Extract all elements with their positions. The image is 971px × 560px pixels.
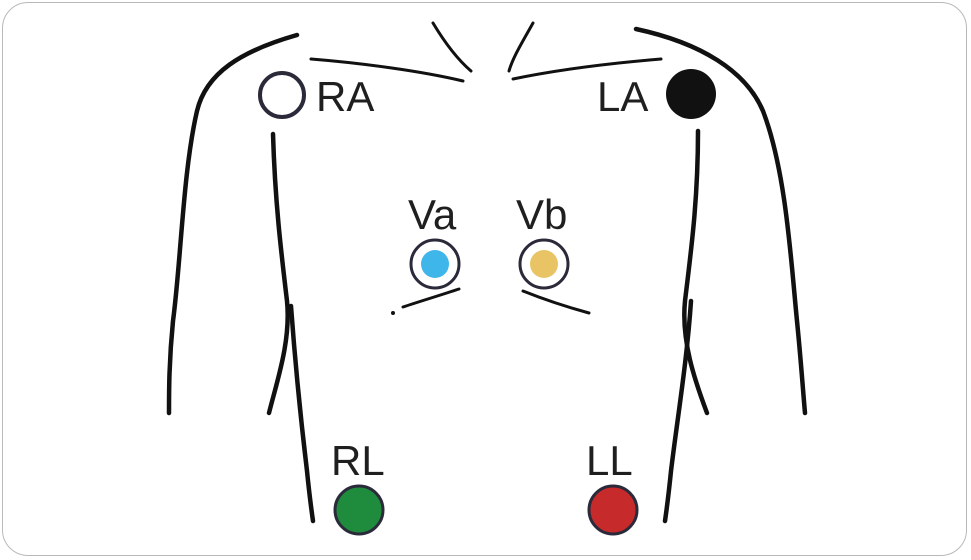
electrode-Va-label: Va [408, 191, 457, 238]
right-inner-arm-outline [682, 128, 710, 416]
torso-outline [166, 21, 808, 524]
electrode-Vb: Vb [516, 191, 570, 290]
electrode-LL-marker [587, 484, 639, 536]
torso-diagram: RA LA Va Vb RL LL [166, 21, 808, 536]
electrode-LL: LL [586, 437, 639, 536]
left-chest-line [401, 287, 461, 309]
electrode-LA-label: LA [597, 73, 648, 120]
neck-left-outline [431, 21, 473, 73]
left-inner-arm-outline [266, 131, 290, 416]
electrode-RA: RA [258, 71, 374, 120]
electrode-Va: Va [408, 191, 461, 290]
right-body-side-outline [662, 298, 694, 524]
chest-dot [391, 311, 395, 315]
neck-right-outline [507, 21, 535, 73]
electrode-RL-label: RL [331, 437, 385, 484]
electrode-LL-label: LL [586, 437, 633, 484]
electrode-RA-marker [258, 71, 306, 119]
left-shoulder-outline [166, 32, 300, 416]
electrode-RL: RL [331, 437, 385, 536]
electrode-LA: LA [597, 69, 716, 120]
left-body-side-outline [288, 303, 316, 524]
electrode-Vb-marker [530, 250, 558, 278]
right-collarbone [511, 57, 663, 81]
electrode-Vb-label: Vb [516, 191, 567, 238]
electrode-RA-label: RA [316, 73, 374, 120]
right-shoulder-outline [633, 26, 808, 416]
left-collarbone [309, 57, 465, 83]
right-chest-line [521, 289, 591, 315]
electrode-RL-marker [333, 484, 385, 536]
electrode-LA-marker [666, 69, 716, 119]
electrode-Va-marker [421, 250, 449, 278]
